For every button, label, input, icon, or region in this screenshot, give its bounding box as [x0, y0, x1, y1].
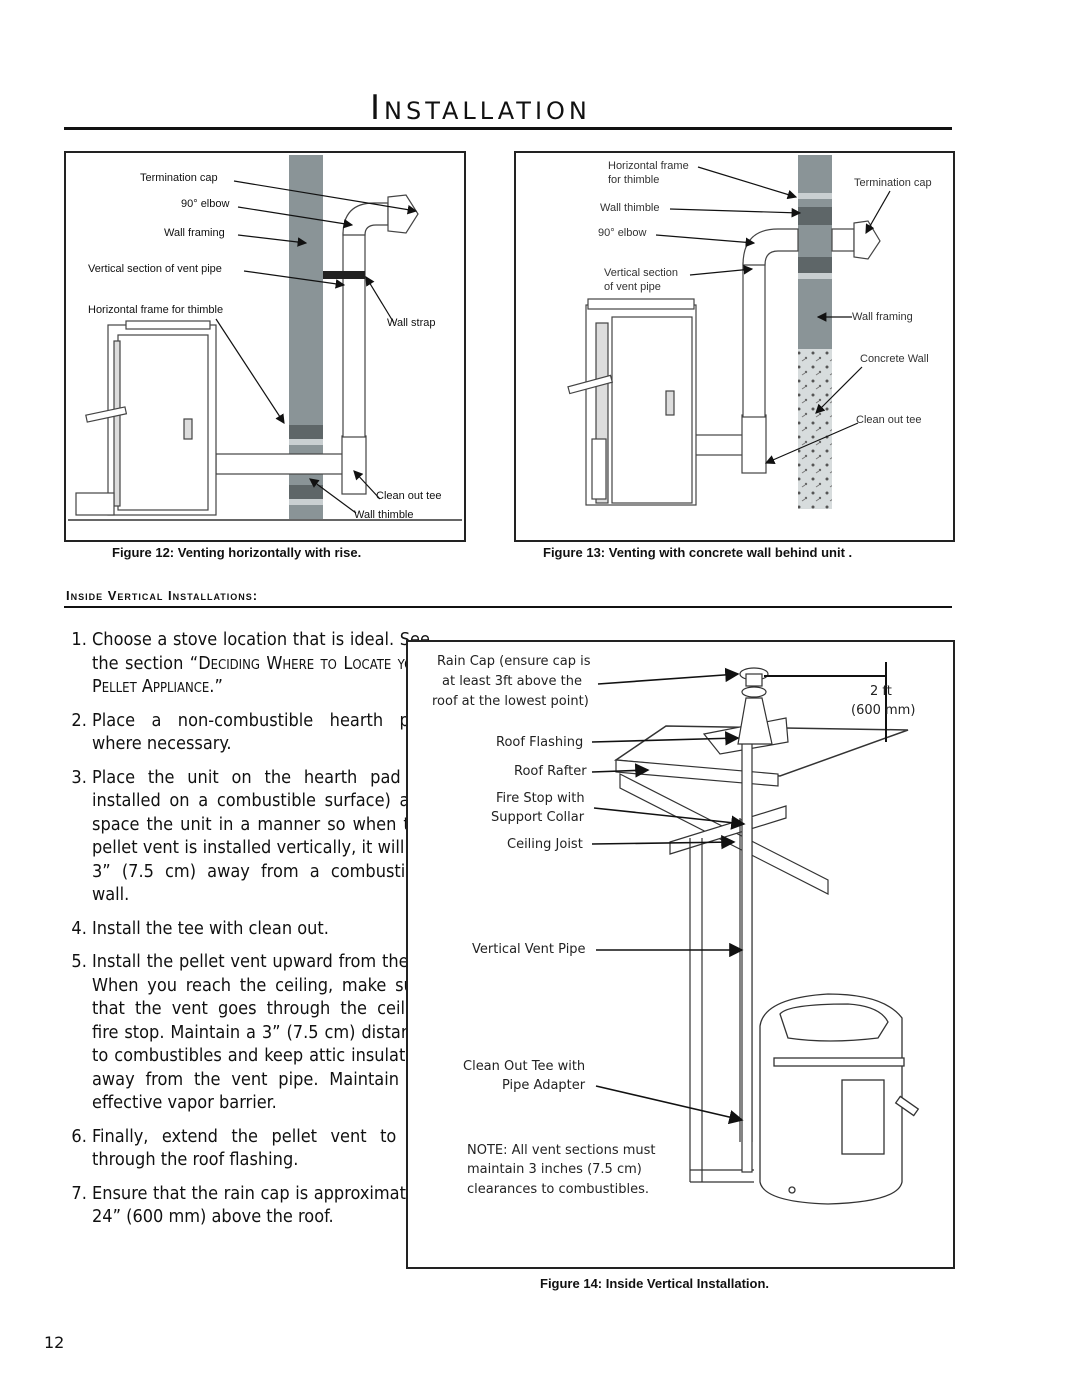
label-termination-cap-13: Termination cap: [854, 177, 932, 189]
vertical-pipe: [342, 232, 366, 438]
label-wall-thimble: Wall thimble: [354, 509, 414, 521]
label-vertical-section: Vertical section of vent pipe: [88, 263, 222, 275]
label-note-2: maintain 3 inches (7.5 cm): [467, 1162, 642, 1177]
stove-fig14: [759, 993, 920, 1205]
section-rule: [64, 606, 952, 608]
label-90-elbow-13: 90° elbow: [598, 227, 647, 239]
vertical-vent-pipe: [741, 731, 753, 1173]
label-vertical-section-2: of vent pipe: [604, 281, 661, 293]
termination-cap: [853, 220, 881, 260]
label-rain-cap-2: at least 3ft above the: [442, 674, 582, 689]
step-2: Place a non-combustible hearth pad where…: [92, 709, 430, 756]
label-vertical-vent-pipe: Vertical Vent Pipe: [472, 942, 586, 957]
figure-12-caption: Figure 12: Venting horizontally with ris…: [112, 545, 362, 560]
page-number: 12: [44, 1333, 65, 1352]
wall-column: [798, 155, 832, 349]
figure-12-box: [64, 151, 466, 542]
label-roof-flashing: Roof Flashing: [496, 735, 584, 750]
horizontal-pipe: [215, 453, 357, 475]
label-fire-stop-2: Support Collar: [491, 810, 585, 825]
figure-12-diagram: [68, 155, 462, 521]
stove-fig12: [75, 320, 217, 516]
concrete-wall: [798, 349, 832, 509]
stove-fig13: [567, 298, 697, 506]
label-90-elbow: 90° elbow: [181, 198, 230, 210]
tee: [341, 435, 367, 495]
label-horizontal-frame-2: for thimble: [608, 174, 660, 186]
label-note-1: NOTE: All vent sections must: [467, 1143, 656, 1158]
label-rain-cap-3: roof at the lowest point): [432, 694, 589, 709]
label-wall-strap: Wall strap: [387, 317, 436, 329]
label-fire-stop-1: Fire Stop with: [496, 791, 585, 806]
title-rule: [64, 127, 952, 130]
step-1-section-ref: Deciding Where to Locate your Pellet App…: [92, 652, 430, 698]
label-vertical-section-1: Vertical section: [604, 267, 678, 279]
page-title: Installation: [370, 88, 591, 128]
label-concrete-wall: Concrete Wall: [860, 353, 929, 365]
step-1: Choose a stove location that is ideal. S…: [92, 628, 430, 699]
label-ceiling-joist: Ceiling Joist: [507, 837, 583, 852]
figure-13-box: [514, 151, 955, 542]
installation-steps: Choose a stove location that is ideal. S…: [60, 628, 430, 1239]
step-4: Install the tee with clean out.: [92, 917, 430, 941]
label-clean-out-tee-13: Clean out tee: [856, 414, 922, 426]
label-horizontal-frame: Horizontal frame for thimble: [88, 304, 224, 316]
step-5: Install the pellet vent upward from ther…: [92, 950, 430, 1115]
termination-cap: [387, 194, 419, 234]
label-clean-out-2: Pipe Adapter: [502, 1078, 586, 1093]
label-wall-thimble-13: Wall thimble: [600, 202, 660, 214]
label-note-3: clearances to combustibles.: [467, 1182, 650, 1197]
roof-plane: [613, 725, 909, 777]
label-termination-cap: Termination cap: [140, 172, 218, 184]
step-3: Place the unit on the hearth pad (if ins…: [92, 766, 430, 907]
label-clean-out-tee: Clean out tee: [376, 490, 442, 502]
figure-14-caption: Figure 14: Inside Vertical Installation.: [540, 1276, 770, 1291]
label-wall-framing: Wall framing: [164, 227, 225, 239]
figure-14-box: [406, 640, 955, 1269]
label-600-mm: (600 mm): [851, 703, 916, 718]
label-rain-cap-1: Rain Cap (ensure cap is: [437, 654, 591, 669]
label-clean-out-1: Clean Out Tee with: [463, 1059, 586, 1074]
label-horizontal-frame-1: Horizontal frame: [608, 160, 689, 172]
step-7: Ensure that the rain cap is approximatel…: [92, 1182, 430, 1229]
figure-13-diagram: [567, 155, 891, 509]
label-wall-framing-13: Wall framing: [852, 311, 913, 323]
elbow: [342, 202, 389, 236]
label-2-ft: 2 ft: [870, 684, 892, 699]
figure-13-caption: Figure 13: Venting with concrete wall be…: [543, 545, 853, 560]
step-6: Finally, extend the pellet vent to go th…: [92, 1125, 430, 1172]
figure-14-diagram: [591, 662, 920, 1205]
section-heading: Inside Vertical Installations:: [66, 588, 259, 603]
label-roof-rafter: Roof Rafter: [514, 764, 587, 779]
